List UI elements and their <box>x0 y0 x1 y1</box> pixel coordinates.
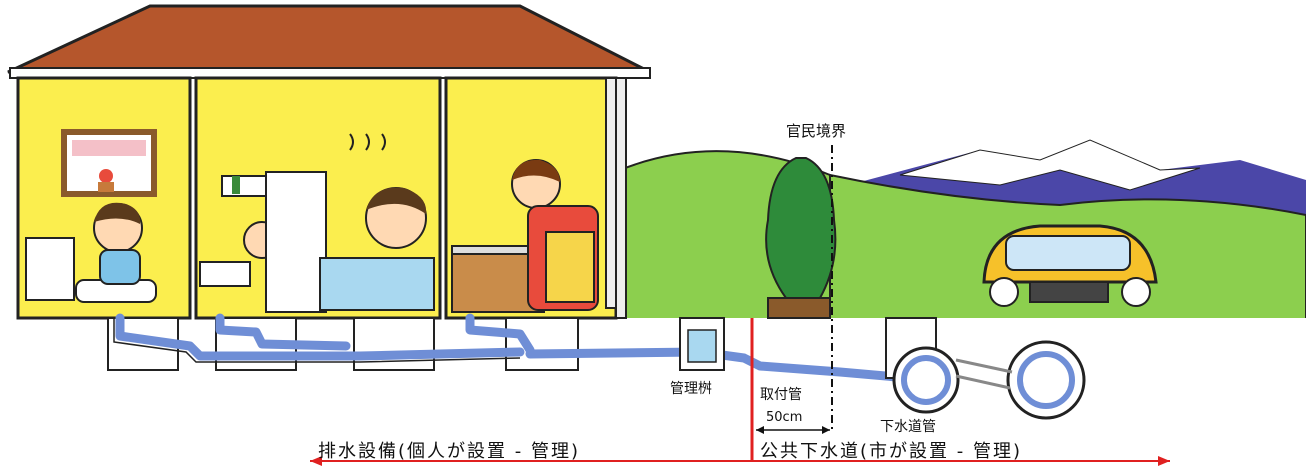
private-section-label: 排水設備(個人が設置 - 管理) <box>318 441 580 462</box>
tree <box>765 157 837 319</box>
bathtub <box>319 257 435 311</box>
toilet <box>25 237 75 301</box>
landscape <box>619 139 1306 321</box>
car <box>982 224 1158 307</box>
boundary-label: 官民境界 <box>786 122 847 140</box>
distance-label: 50cm <box>766 410 803 425</box>
public-section-label: 公共下水道(市が設置 - 管理) <box>760 441 1022 462</box>
pipe-outline <box>113 318 521 363</box>
house <box>7 4 651 320</box>
inspection-box-label: 管理桝 <box>670 381 712 397</box>
connection-pipe-label: 取付管 <box>760 387 802 403</box>
ground <box>0 318 1306 468</box>
sewer-main-label: 下水道管 <box>880 419 936 435</box>
roof <box>7 4 651 74</box>
